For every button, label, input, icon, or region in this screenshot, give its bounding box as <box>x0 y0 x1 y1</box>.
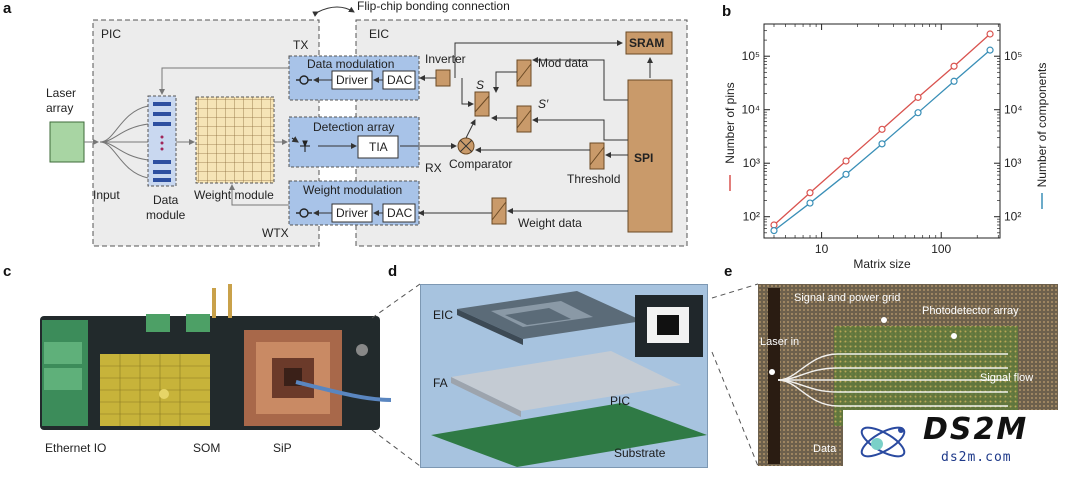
y-tick-label-left: 10⁴ <box>741 103 760 117</box>
pic-label: PIC <box>101 27 122 41</box>
sram-block <box>625 31 673 55</box>
x-axis-label: Matrix size <box>853 257 911 270</box>
y-tick-label-right: 10² <box>1004 210 1021 224</box>
diagram-panel-a <box>49 6 688 247</box>
dac-label-bottom: DAC <box>387 206 413 220</box>
stack-render <box>420 284 708 468</box>
comparator-symbol <box>457 137 475 155</box>
y-tick-label-right: 10⁴ <box>1004 103 1023 117</box>
sram-label: SRAM <box>629 36 665 50</box>
input-label: Input <box>93 188 120 202</box>
y-tick-label-left: 10⁵ <box>742 49 760 63</box>
panel-letter-e: e <box>724 263 733 280</box>
s-prime-label: S′ <box>538 97 549 111</box>
som-label: SOM <box>193 441 221 455</box>
mod-data-label: Mod data <box>538 56 589 70</box>
data-point-components <box>950 77 958 85</box>
stack-fa-label: FA <box>433 376 448 390</box>
comparator-label: Comparator <box>449 157 513 171</box>
data-point-pins <box>986 30 994 38</box>
eic-label: EIC <box>369 27 390 41</box>
y-axis-label-right: Number of components <box>1035 63 1049 188</box>
weight-module-block <box>195 96 275 184</box>
stack-pic-label: PIC <box>610 394 631 408</box>
input-fanout <box>99 105 149 179</box>
detection-array-label: Detection array <box>313 120 395 134</box>
data-point-components <box>770 227 778 235</box>
photodetector-array-label: Photodetector array <box>922 305 1019 317</box>
data-point-components <box>842 170 850 178</box>
data-point-components <box>986 46 994 54</box>
panel-letter-a: a <box>3 0 12 17</box>
inverter-label: Inverter <box>425 52 466 66</box>
laser-array-label: Laser array <box>46 86 77 115</box>
weight-modulation-label: Weight modulation <box>303 183 403 197</box>
tia-label: TIA <box>369 140 388 154</box>
tia-box <box>357 135 399 159</box>
flip-chip-label: Flip-chip bonding connection <box>357 0 510 13</box>
data-point-pins <box>950 62 958 70</box>
signal-flow-label: Signal flow <box>980 372 1034 384</box>
ethernet-io-label: Ethernet IO <box>45 441 107 455</box>
y-tick-label-right: 10⁵ <box>1004 49 1022 63</box>
y-tick-label-left: 10² <box>743 210 760 224</box>
data-point-pins <box>806 189 814 197</box>
data-point-pins <box>878 125 886 133</box>
x-tick-label: 100 <box>931 242 951 256</box>
watermark-logo-text: DS2M <box>923 412 1029 447</box>
wtx-label: WTX <box>262 226 289 240</box>
y-tick-label-right: 10³ <box>1004 156 1021 170</box>
sip-label: SiP <box>273 441 292 455</box>
y-tick-label-left: 10³ <box>743 156 760 170</box>
data-module-label: Data module <box>146 193 186 222</box>
atom-logo-icon <box>860 426 906 458</box>
panel-letter-d: d <box>388 263 398 280</box>
watermark-badge: DS2M ds2m.com <box>843 410 1065 472</box>
driver-label-top: Driver <box>336 73 368 87</box>
spi-label: SPI <box>634 151 654 165</box>
driver-label-bottom: Driver <box>336 206 368 220</box>
panel-letter-b: b <box>722 3 732 20</box>
data-label: Data <box>813 443 837 455</box>
data-point-pins <box>842 157 850 165</box>
weight-modulator-symbol <box>296 208 312 218</box>
rx-label: RX <box>425 161 442 175</box>
weight-data-label: Weight data <box>518 216 582 230</box>
watermark-url: ds2m.com <box>941 450 1012 465</box>
stack-eic-label: EIC <box>433 308 454 322</box>
data-point-components <box>914 109 922 117</box>
data-modulation-label: Data modulation <box>307 57 395 71</box>
laser-in-label: Laser in <box>760 336 800 348</box>
data-point-components <box>878 140 886 148</box>
stack-substrate-label: Substrate <box>614 446 666 460</box>
dac-label-top: DAC <box>387 73 413 87</box>
data-modulator-symbol <box>296 75 312 85</box>
y-axis-label-left: Number of pins <box>723 82 737 163</box>
panel-letter-c: c <box>3 263 12 280</box>
photodetector-symbol <box>291 136 310 152</box>
board-photo <box>36 282 391 438</box>
x-tick-label: 10 <box>815 242 829 256</box>
chart-panel-b: 10 100 10² 10² 10³ 10³ 10⁴ 10⁴ 10⁵ 10⁵ Matrix size… <box>723 23 1049 270</box>
signal-power-grid-label: Signal and power grid <box>794 292 901 304</box>
threshold-label: Threshold <box>567 172 621 186</box>
spi-block <box>627 79 673 233</box>
data-point-components <box>806 199 814 207</box>
s-label: S <box>476 78 485 92</box>
data-point-pins <box>914 93 922 101</box>
tx-label: TX <box>293 38 309 52</box>
flip-chip-arrow <box>312 6 355 17</box>
weight-module-label: Weight module <box>194 188 274 202</box>
